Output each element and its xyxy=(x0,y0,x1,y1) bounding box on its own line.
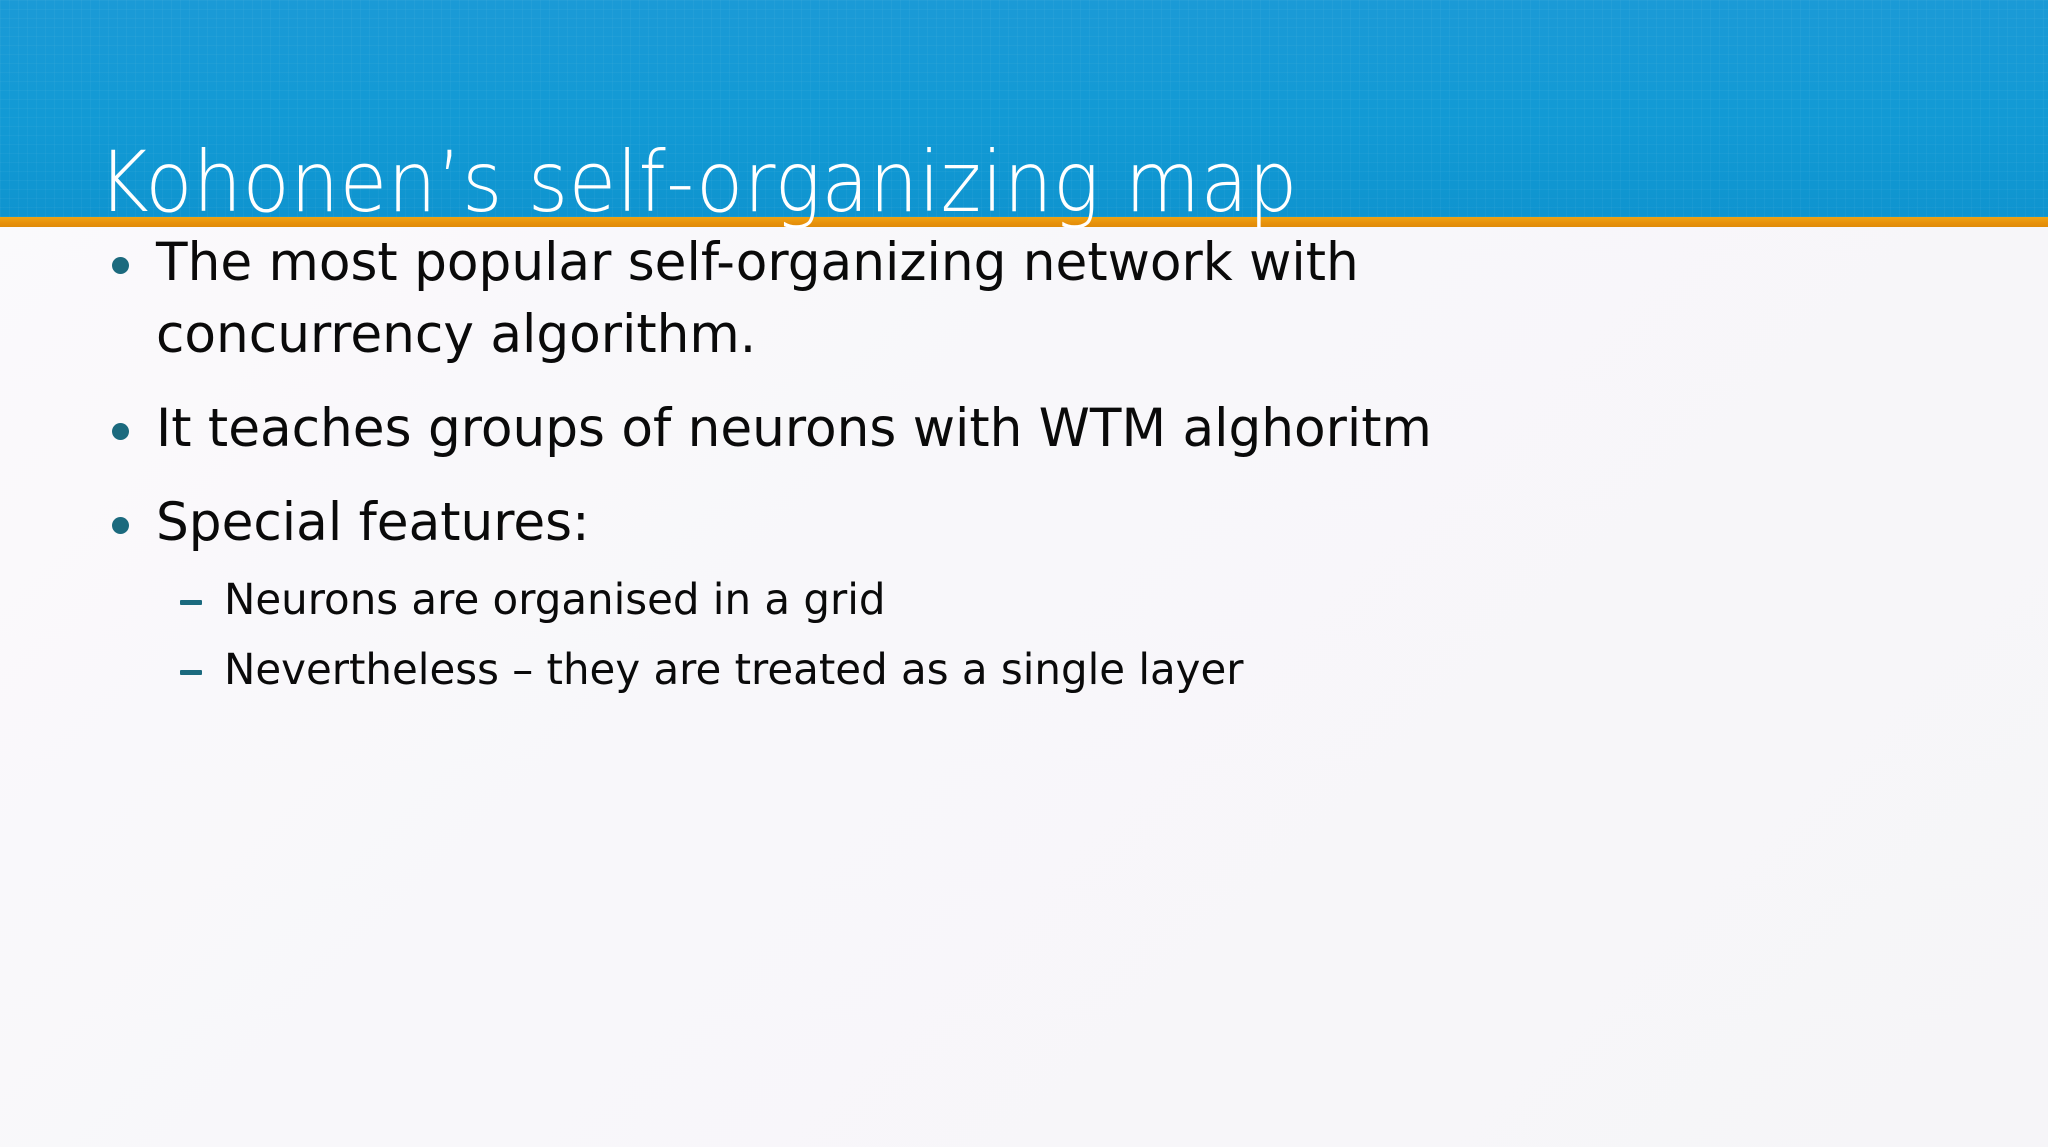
sub-list-item: Neurons are organised in a grid xyxy=(156,569,1686,631)
title-accent-rule xyxy=(0,217,2048,227)
slide-body: The most popular self-organizing network… xyxy=(0,227,2048,1147)
bullet-text: Special features: xyxy=(156,492,590,553)
bullet-text: The most popular self-organizing network… xyxy=(156,232,1359,365)
list-item: It teaches groups of neurons with WTM al… xyxy=(100,393,1686,465)
list-item: The most popular self-organizing network… xyxy=(100,227,1686,371)
sub-bullet-text: Neurons are organised in a grid xyxy=(224,575,886,625)
title-band xyxy=(0,0,2048,217)
bullet-dash-icon xyxy=(180,600,202,605)
bullet-dot-icon xyxy=(112,423,129,440)
bullet-dash-icon xyxy=(180,670,202,675)
bullet-dot-icon xyxy=(112,257,129,274)
bullet-dot-icon xyxy=(112,517,129,534)
list-item: Special features: Neurons are organised … xyxy=(100,487,1686,701)
sub-bullet-text: Nevertheless – they are treated as a sin… xyxy=(224,645,1244,695)
sub-list-item: Nevertheless – they are treated as a sin… xyxy=(156,639,1686,701)
bullet-text: It teaches groups of neurons with WTM al… xyxy=(156,398,1432,459)
page-title: Kohonen’s self-organizing map xyxy=(98,133,1298,232)
sub-bullet-list: Neurons are organised in a grid Neverthe… xyxy=(156,569,1686,701)
bullet-list: The most popular self-organizing network… xyxy=(100,227,1960,709)
